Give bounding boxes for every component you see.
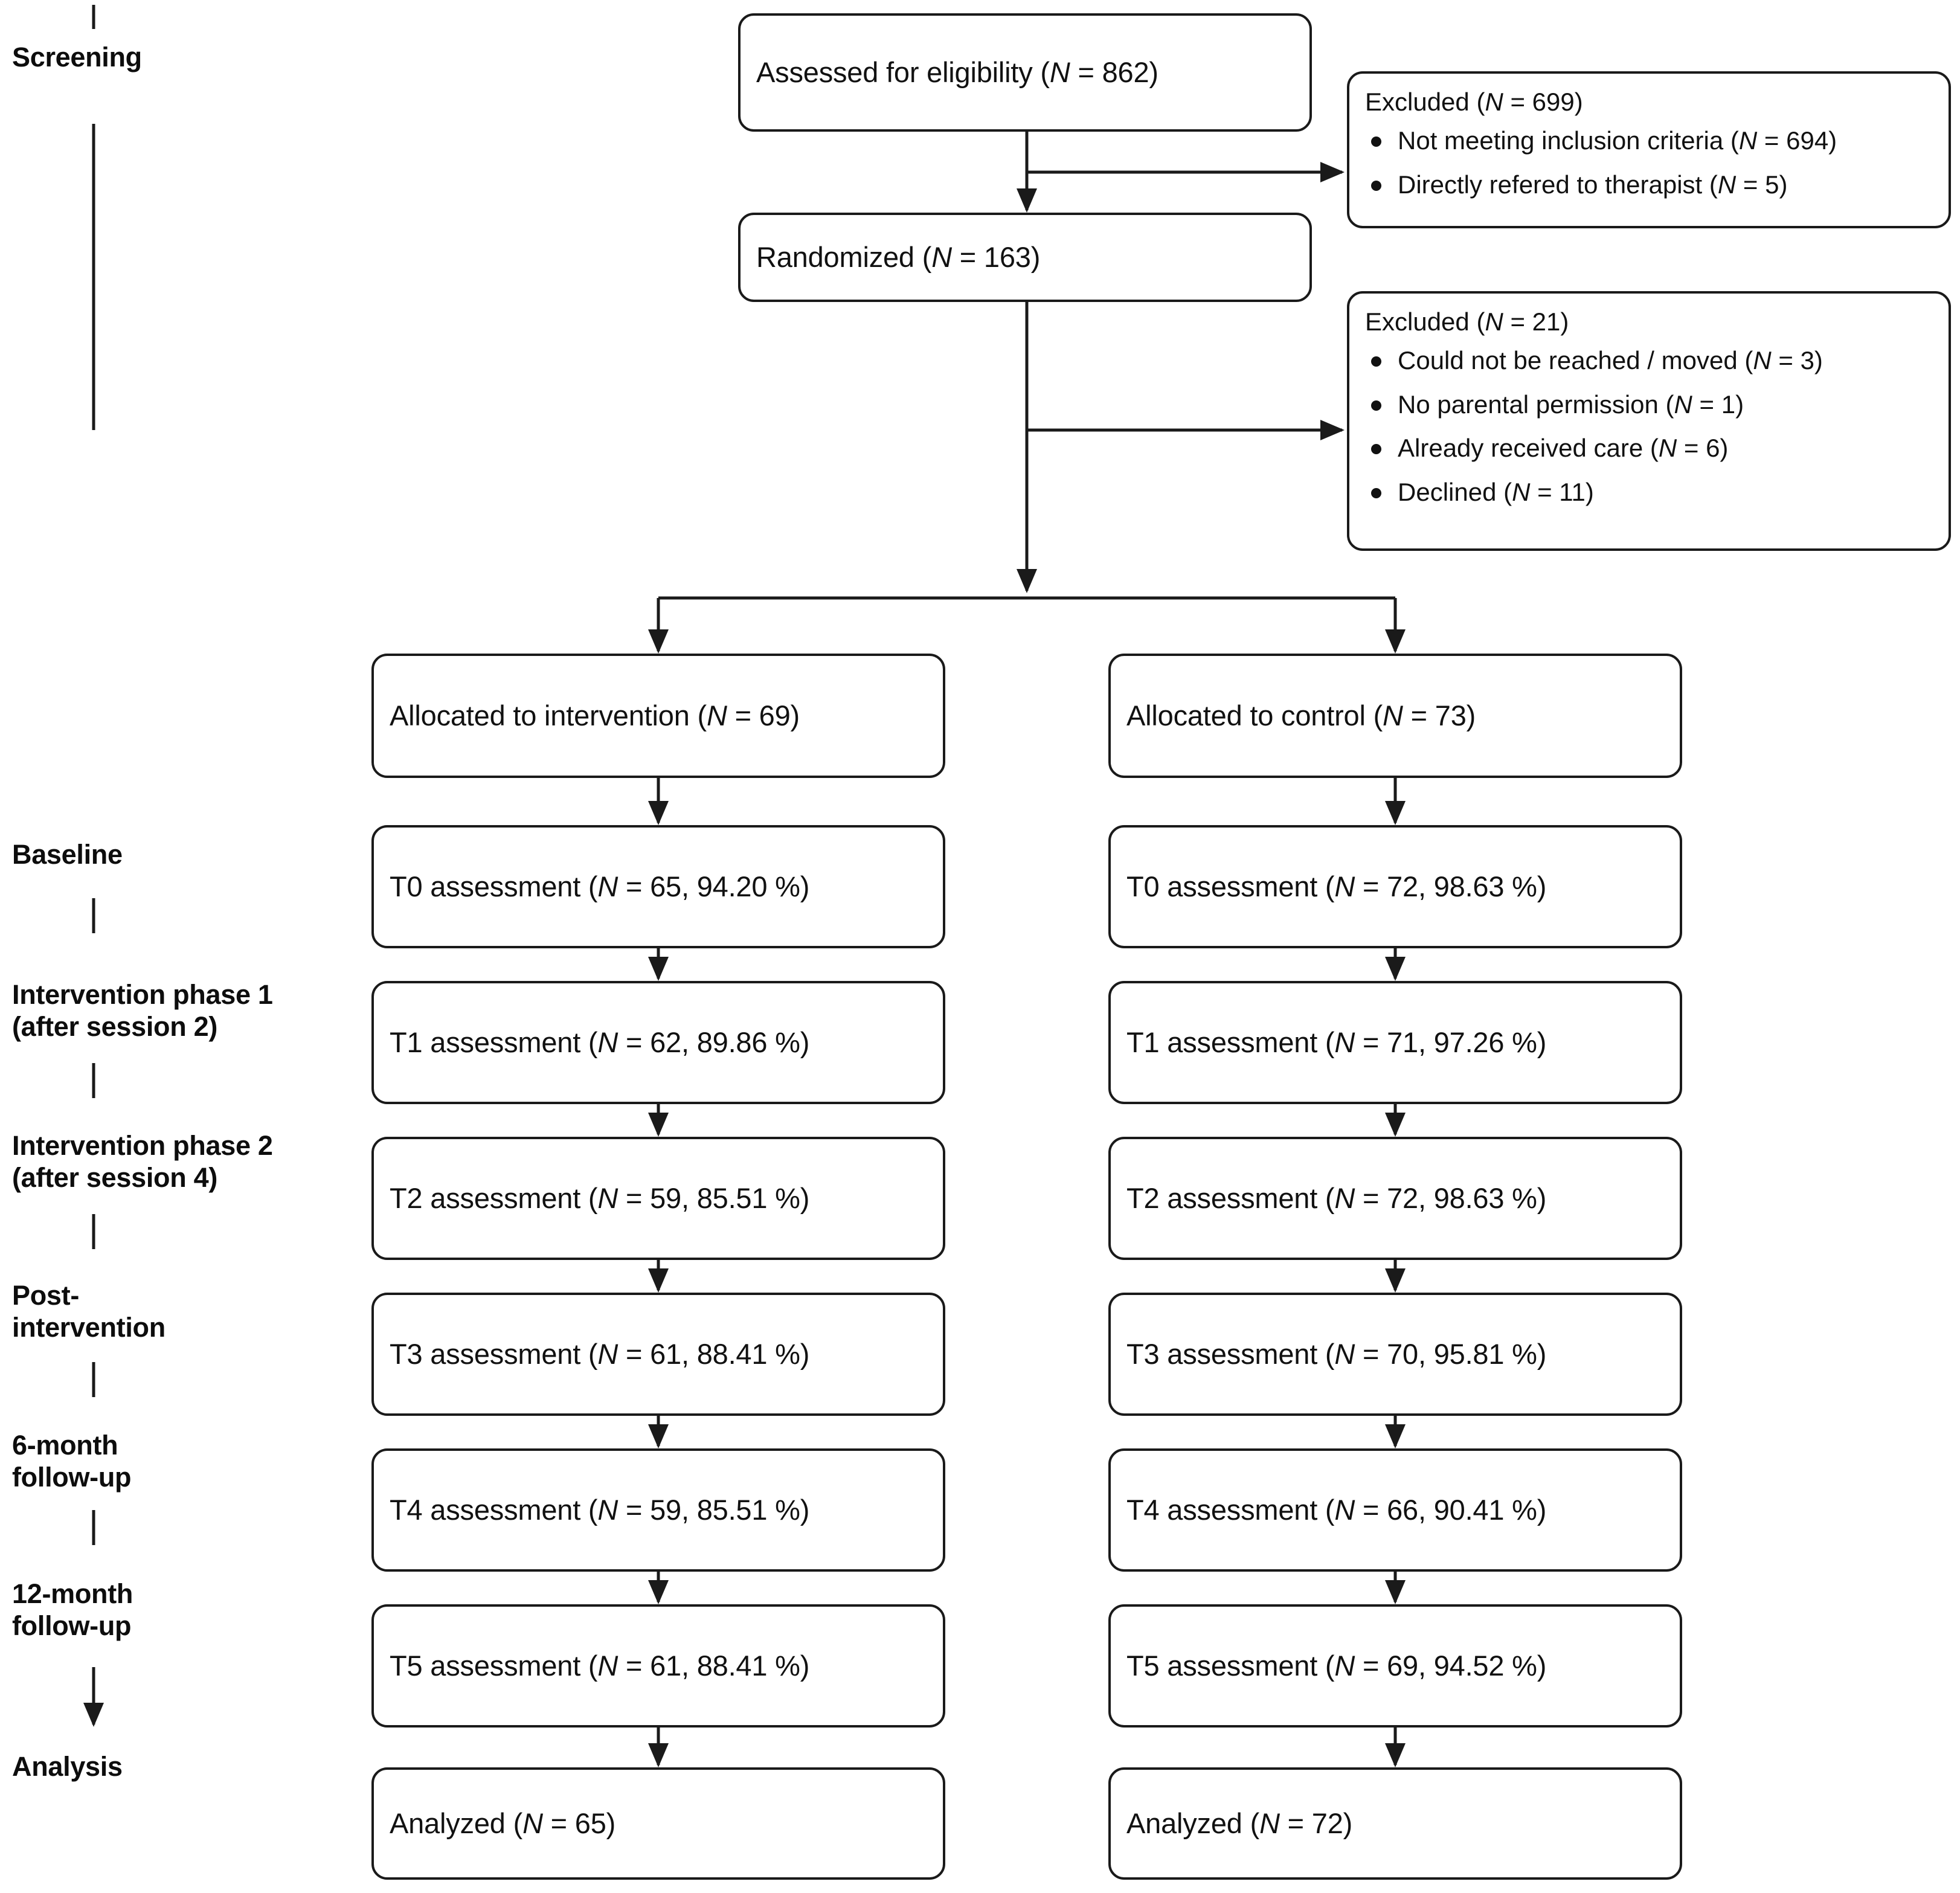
box-assessed-for-eligibility: Assessed for eligibility (N = 862) [738, 13, 1312, 132]
excluded-randomization-reason-list: Could not be reached / moved (N = 3) No … [1365, 345, 1933, 507]
box-intervention-t2: T2 assessment (N = 59, 85.51 %) [371, 1137, 945, 1260]
box-randomized: Randomized (N = 163) [738, 213, 1312, 302]
box-intervention-t5: T5 assessment (N = 61, 88.41 %) [371, 1604, 945, 1727]
excluded-randomization-heading: Excluded (N = 21) [1365, 307, 1569, 336]
intervention-t4-label: T4 assessment (N = 59, 85.51 %) [390, 1494, 810, 1526]
assessed-label: Assessed for eligibility (N = 862) [756, 56, 1158, 89]
intervention-t0-label: T0 assessment (N = 65, 94.20 %) [390, 870, 810, 903]
stage-label-screening: Screening [12, 42, 142, 72]
stage-label-intervention-phase-2: Intervention phase 2 (after session 4) [12, 1130, 273, 1194]
randomized-label: Randomized (N = 163) [756, 241, 1041, 274]
box-excluded-randomization: Excluded (N = 21) Could not be reached /… [1347, 291, 1951, 551]
box-control-analyzed: Analyzed (N = 72) [1108, 1767, 1682, 1880]
stage-label-baseline: Baseline [12, 839, 123, 870]
list-item: Could not be reached / moved (N = 3) [1365, 345, 1933, 376]
control-t1-label: T1 assessment (N = 71, 97.26 %) [1126, 1026, 1547, 1059]
stage-label-analysis: Analysis [12, 1751, 123, 1782]
box-intervention-t4: T4 assessment (N = 59, 85.51 %) [371, 1448, 945, 1572]
box-allocated-to-intervention: Allocated to intervention (N = 69) [371, 654, 945, 778]
box-control-t2: T2 assessment (N = 72, 98.63 %) [1108, 1137, 1682, 1260]
intervention-t1-label: T1 assessment (N = 62, 89.86 %) [390, 1026, 810, 1059]
excluded-screening-heading: Excluded (N = 699) [1365, 88, 1583, 116]
intervention-t3-label: T3 assessment (N = 61, 88.41 %) [390, 1338, 810, 1371]
stage-label-intervention-phase-1: Intervention phase 1 (after session 2) [12, 979, 273, 1043]
intervention-analyzed-label: Analyzed (N = 65) [390, 1807, 616, 1840]
list-item: No parental permission (N = 1) [1365, 390, 1933, 420]
control-t4-label: T4 assessment (N = 66, 90.41 %) [1126, 1494, 1547, 1526]
box-intervention-analyzed: Analyzed (N = 65) [371, 1767, 945, 1880]
list-item: Not meeting inclusion criteria (N = 694) [1365, 126, 1933, 156]
box-control-t1: T1 assessment (N = 71, 97.26 %) [1108, 981, 1682, 1104]
box-control-t5: T5 assessment (N = 69, 94.52 %) [1108, 1604, 1682, 1727]
control-t3-label: T3 assessment (N = 70, 95.81 %) [1126, 1338, 1547, 1371]
box-intervention-t0: T0 assessment (N = 65, 94.20 %) [371, 825, 945, 948]
control-allocation-label: Allocated to control (N = 73) [1126, 699, 1476, 732]
excluded-screening-reason-list: Not meeting inclusion criteria (N = 694)… [1365, 126, 1933, 200]
control-t2-label: T2 assessment (N = 72, 98.63 %) [1126, 1182, 1547, 1215]
intervention-allocation-label: Allocated to intervention (N = 69) [390, 699, 800, 732]
stage-label-post-intervention: Post- intervention [12, 1280, 165, 1343]
box-excluded-screening: Excluded (N = 699) Not meeting inclusion… [1347, 71, 1951, 228]
box-intervention-t3: T3 assessment (N = 61, 88.41 %) [371, 1293, 945, 1416]
control-t0-label: T0 assessment (N = 72, 98.63 %) [1126, 870, 1547, 903]
list-item: Declined (N = 11) [1365, 477, 1933, 507]
control-analyzed-label: Analyzed (N = 72) [1126, 1807, 1353, 1840]
stage-label-12-month-follow-up: 12-month follow-up [12, 1578, 133, 1642]
box-control-t3: T3 assessment (N = 70, 95.81 %) [1108, 1293, 1682, 1416]
intervention-t5-label: T5 assessment (N = 61, 88.41 %) [390, 1650, 810, 1682]
list-item: Already received care (N = 6) [1365, 433, 1933, 463]
list-item: Directly refered to therapist (N = 5) [1365, 170, 1933, 200]
stage-label-6-month-follow-up: 6-month follow-up [12, 1430, 132, 1493]
intervention-t2-label: T2 assessment (N = 59, 85.51 %) [390, 1182, 810, 1215]
control-t5-label: T5 assessment (N = 69, 94.52 %) [1126, 1650, 1547, 1682]
box-intervention-t1: T1 assessment (N = 62, 89.86 %) [371, 981, 945, 1104]
box-allocated-to-control: Allocated to control (N = 73) [1108, 654, 1682, 778]
box-control-t4: T4 assessment (N = 66, 90.41 %) [1108, 1448, 1682, 1572]
box-control-t0: T0 assessment (N = 72, 98.63 %) [1108, 825, 1682, 948]
